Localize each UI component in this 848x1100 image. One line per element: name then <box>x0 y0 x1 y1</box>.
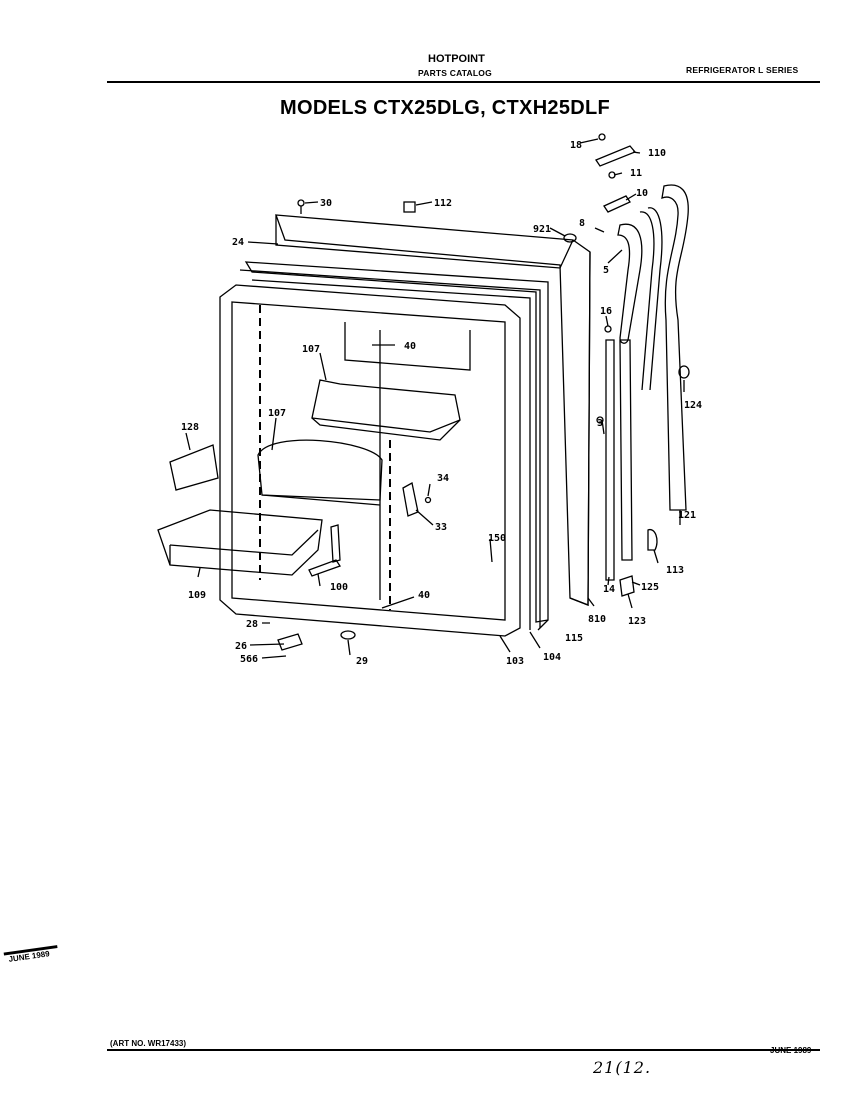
callout-labels: 18 110 11 10 30 112 921 8 24 5 16 107 40… <box>181 140 702 667</box>
callout-label: 26 <box>235 641 247 652</box>
callout-label: 128 <box>181 422 199 433</box>
callout-label: 5 <box>603 265 609 276</box>
catalog-label: PARTS CATALOG <box>418 68 492 78</box>
footer-rule <box>107 1049 820 1051</box>
callout-label: 107 <box>302 344 320 355</box>
callout-label: 150 <box>488 533 506 544</box>
callout-label: 810 <box>588 614 606 625</box>
callout-label: 107 <box>268 408 286 419</box>
callout-label: 123 <box>628 616 646 627</box>
callout-label: 40 <box>418 590 430 601</box>
callout-label: 11 <box>630 168 642 179</box>
callout-label: 113 <box>666 565 684 576</box>
callout-label: 30 <box>320 198 332 209</box>
callout-label: 3 <box>597 418 603 429</box>
callout-label: 112 <box>434 198 452 209</box>
callout-label: 14 <box>603 584 615 595</box>
handwritten-note: 21(12. <box>593 1058 652 1077</box>
callout-label: 109 <box>188 590 206 601</box>
callout-label: 29 <box>356 656 368 667</box>
header-rule <box>107 81 820 83</box>
callout-label: 100 <box>330 582 348 593</box>
callout-label: 125 <box>641 582 659 593</box>
callout-label: 104 <box>543 652 561 663</box>
footer-date: JUNE 1989 <box>770 1046 812 1055</box>
art-number: (ART NO. WR17433) <box>110 1039 187 1048</box>
callout-label: 103 <box>506 656 524 667</box>
callout-label: 40 <box>404 341 416 352</box>
callout-label: 921 <box>533 224 551 235</box>
door-drawing <box>157 133 690 659</box>
callout-label: 10 <box>636 188 648 199</box>
callout-label: 8 <box>579 218 585 229</box>
callout-label: 34 <box>437 473 449 484</box>
callout-label: 110 <box>648 148 666 159</box>
callout-label: 115 <box>565 633 583 644</box>
brand-name: HOTPOINT <box>428 53 485 65</box>
callout-label: 28 <box>246 619 258 630</box>
series-label: REFRIGERATOR L SERIES <box>686 65 799 75</box>
callout-label: 16 <box>600 306 612 317</box>
callout-label: 124 <box>684 400 702 411</box>
callout-label: 33 <box>435 522 447 533</box>
callout-label: 566 <box>240 654 258 665</box>
page-title: MODELS CTX25DLG, CTXH25DLF <box>280 97 611 119</box>
callout-label: 18 <box>570 140 582 151</box>
callout-label: 24 <box>232 237 244 248</box>
callout-label: 121 <box>678 510 696 521</box>
